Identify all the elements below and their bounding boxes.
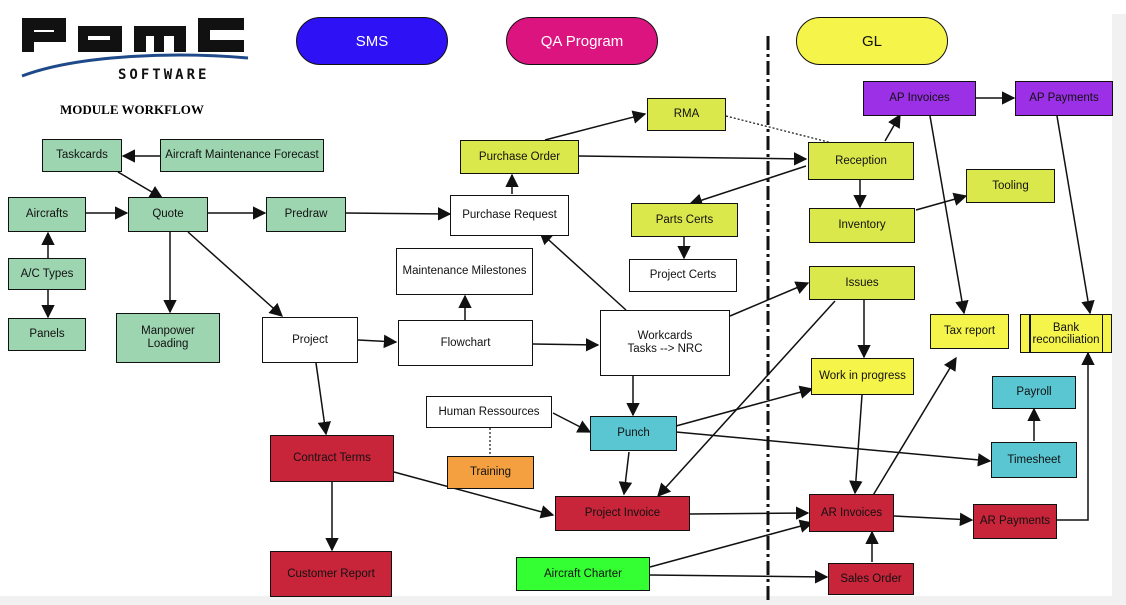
flowchart-node: Flowchart	[398, 320, 533, 366]
parts-certs-node: Parts Certs	[631, 203, 738, 237]
predraw-node: Predraw	[266, 197, 346, 232]
gl-label: GL	[861, 32, 882, 50]
aircraft-maintenance-forecast-node: Aircraft Maintenance Forecast	[160, 139, 324, 172]
punch-node: Punch	[590, 416, 677, 451]
panels-node: Panels	[8, 318, 86, 351]
ap-invoices-node: AP Invoices	[863, 81, 976, 116]
contract-terms-node: Contract Terms	[270, 435, 394, 482]
sms-label: SMS	[355, 32, 389, 50]
project-invoice-node: Project Invoice	[555, 496, 690, 531]
maintenance-milestones-node: Maintenance Milestones	[396, 248, 533, 295]
work-in-progress-node: Work in progress	[811, 358, 914, 395]
aircrafts-node: Aircrafts	[8, 197, 86, 232]
payroll-node: Payroll	[992, 376, 1076, 409]
manpower-loading-node: Manpower Loading	[116, 313, 220, 363]
bank-reconciliation-node: Bank reconciliation	[1020, 314, 1112, 353]
workcards-node: Workcards Tasks --> NRC	[600, 310, 730, 376]
bank-rec-left-bar	[1029, 315, 1031, 352]
inventory-node: Inventory	[809, 208, 915, 243]
logo-subtitle: SOFTWARE	[118, 67, 210, 83]
tax-report-node: Tax report	[930, 314, 1009, 349]
sales-order-node: Sales Order	[828, 563, 914, 595]
sms-header: SMS	[296, 17, 448, 65]
human-ressources-node: Human Ressources	[426, 396, 552, 428]
page-shadow-bottom	[0, 596, 1126, 605]
customer-report-node: Customer Report	[270, 551, 392, 597]
training-node: Training	[447, 456, 534, 489]
bank-rec-label: Bank reconciliation	[1032, 321, 1100, 346]
gl-header: GL	[796, 17, 948, 65]
aircraft-charter-node: Aircraft Charter	[516, 557, 650, 591]
qa-program-header: QA Program	[506, 17, 658, 65]
purchase-order-node: Purchase Order	[460, 140, 579, 174]
timesheet-node: Timesheet	[991, 442, 1077, 478]
reception-node: Reception	[808, 142, 914, 180]
bank-rec-right-bar	[1101, 315, 1103, 352]
project-node: Project	[262, 317, 358, 363]
quote-node: Quote	[128, 197, 208, 232]
ar-payments-node: AR Payments	[973, 504, 1057, 539]
ar-invoices-node: AR Invoices	[809, 494, 894, 532]
qa-program-label: QA Program	[540, 32, 624, 50]
ap-payments-node: AP Payments	[1015, 81, 1113, 116]
page-shadow-right	[1112, 14, 1126, 605]
ac-types-node: A/C Types	[8, 258, 86, 290]
pamc-logo	[21, 18, 249, 78]
rma-node: RMA	[647, 98, 726, 131]
purchase-request-node: Purchase Request	[450, 195, 569, 236]
taskcards-node: Taskcards	[42, 139, 122, 172]
page-title: MODULE WORKFLOW	[60, 102, 204, 117]
project-certs-node: Project Certs	[629, 259, 737, 292]
issues-node: Issues	[809, 266, 915, 300]
tooling-node: Tooling	[966, 169, 1055, 203]
